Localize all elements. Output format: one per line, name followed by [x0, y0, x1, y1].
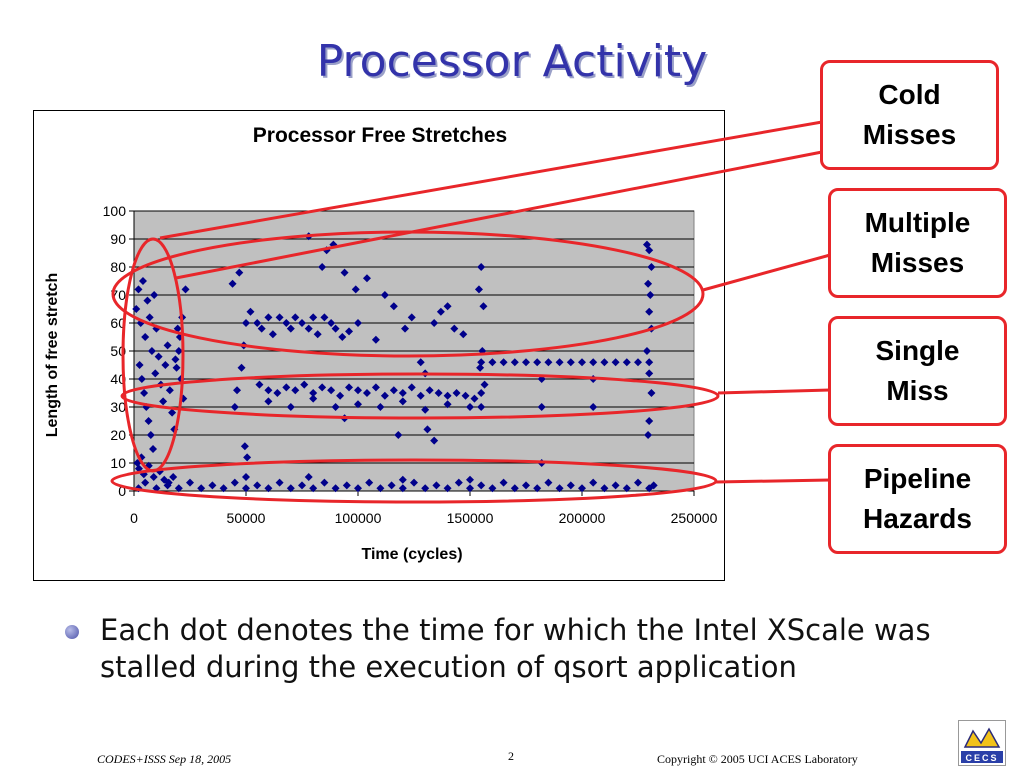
data-point [600, 358, 609, 367]
bullet-text: Each dot denotes the time for which the … [100, 613, 931, 684]
x-tick-label: 100000 [335, 510, 382, 526]
single-miss-connector [717, 388, 831, 395]
pipeline-hazards-connector [715, 478, 831, 484]
y-tick-label: 30 [110, 399, 126, 415]
cecs-logo-icon: CECS [959, 721, 1005, 765]
y-tick-label: 40 [110, 371, 126, 387]
data-point [476, 363, 485, 372]
cecs-logo-text: CECS [965, 753, 998, 763]
data-point [416, 358, 425, 367]
footer-left: CODES+ISSS Sep 18, 2005 [97, 752, 232, 766]
callout-single-miss: Single Miss [828, 316, 1007, 426]
y-tick-label: 60 [110, 315, 126, 331]
y-tick-label: 90 [110, 231, 126, 247]
footer-page-number: 2 [508, 749, 514, 763]
scatter-chart: Processor Free Stretches 0 10 20 30 40 50 60 70… [44, 124, 718, 563]
chart-frame: Processor Free Stretches 0 10 20 30 40 50 60 70… [33, 110, 725, 581]
data-point [510, 358, 519, 367]
x-axis-label: Time (cycles) [361, 546, 462, 563]
y-tick-label: 20 [110, 427, 126, 443]
x-tick-label: 250000 [671, 510, 718, 526]
data-point [488, 358, 497, 367]
callout-pipeline-hazards: Pipeline Hazards [828, 444, 1007, 554]
footer-copyright: Copyright © 2005 UCI ACES Laboratory [657, 752, 858, 766]
y-tick-label: 50 [110, 343, 126, 359]
cecs-logo: CECS [958, 720, 1006, 766]
chart-title: Processor Free Stretches [253, 124, 507, 147]
data-point [533, 358, 542, 367]
y-tick-label: 10 [110, 455, 126, 471]
callout-multiple-misses: Multiple Misses [828, 188, 1007, 298]
data-point [644, 431, 653, 439]
data-point [589, 358, 598, 367]
data-point [430, 436, 439, 445]
data-point [622, 358, 631, 367]
x-tick-label: 200000 [559, 510, 606, 526]
data-point [394, 431, 403, 439]
y-tick-label: 80 [110, 259, 126, 275]
data-point [423, 425, 432, 434]
data-point [240, 442, 249, 451]
y-tick-label: 100 [103, 203, 127, 219]
x-tick-label: 50000 [227, 510, 266, 526]
data-point [477, 358, 486, 367]
data-point [645, 358, 654, 367]
bullet-icon [65, 625, 79, 639]
slide-title: Processor Activity [316, 36, 708, 87]
x-tick-label: 0 [130, 510, 138, 526]
y-tick-label: 70 [110, 287, 126, 303]
x-tick-label: 150000 [447, 510, 494, 526]
data-point [566, 358, 575, 367]
data-point [237, 363, 246, 372]
data-point [611, 358, 620, 367]
data-point [578, 358, 586, 367]
data-point [634, 358, 642, 367]
callout-cold-misses: Cold Misses [820, 60, 999, 170]
y-tick-label: 0 [118, 483, 126, 499]
data-point [544, 358, 553, 367]
data-point [555, 358, 564, 367]
y-axis-label: Length of free stretch [44, 273, 61, 437]
data-point [499, 358, 508, 367]
data-point [522, 358, 530, 367]
bullet-point: Each dot denotes the time for which the … [65, 612, 995, 686]
